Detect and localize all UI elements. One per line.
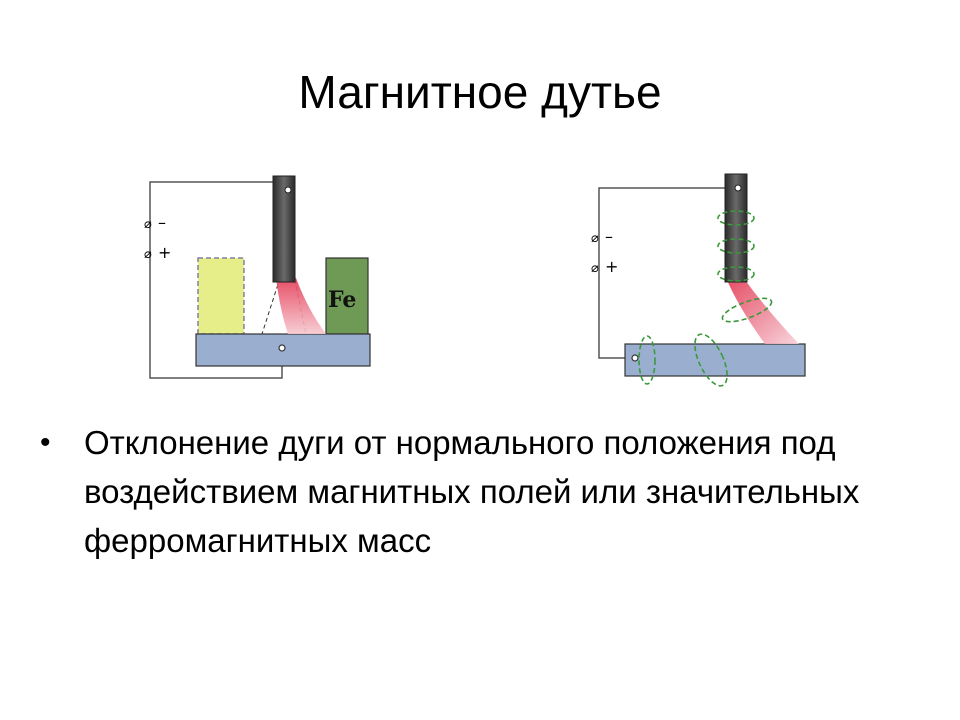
terminal-plus-label: +	[605, 257, 618, 276]
terminal-symbol-plus: ⌀	[144, 247, 152, 262]
deflected-arc	[276, 278, 326, 334]
bullet-dot-icon: •	[40, 426, 51, 459]
field-line-workpiece-1	[638, 335, 656, 385]
field-line-electrode-1	[717, 210, 755, 226]
terminal-minus-label: –	[158, 213, 166, 232]
field-line-electrode-3	[717, 266, 755, 282]
workpiece-plate	[624, 343, 806, 377]
terminal-symbol-plus: ⌀	[591, 261, 599, 276]
yellow-block	[197, 257, 245, 335]
normal-arc-outline	[261, 277, 281, 335]
diagram-magnetic-field-deflection: ⌀ – ⌀ +	[591, 173, 806, 387]
field-line-arc	[721, 297, 773, 323]
bullet-text: Отклонение дуги от нормального положения…	[84, 424, 860, 559]
electrode	[724, 173, 748, 283]
deflected-arc	[727, 280, 799, 344]
terminal-plus-label: +	[158, 243, 171, 262]
field-line-electrode-2	[717, 238, 755, 254]
slide-title: Магнитное дутье	[298, 66, 662, 118]
bullet-list: • Отклонение дуги от нормального положен…	[38, 418, 918, 565]
electrode	[272, 175, 296, 283]
terminal-symbol-minus: ⌀	[591, 231, 599, 246]
ground-terminal	[278, 344, 286, 352]
ground-terminal	[631, 354, 639, 362]
circuit-wire	[598, 187, 733, 359]
terminal-symbol-minus: ⌀	[144, 217, 152, 232]
electrode-terminal	[734, 184, 742, 192]
field-line-workpiece-2	[694, 333, 728, 387]
bullet-item: • Отклонение дуги от нормального положен…	[38, 418, 918, 565]
fe-label: Fe	[328, 287, 356, 313]
diagram-ferromagnetic-deflection: ⌀ – ⌀ + Fe	[144, 175, 371, 379]
terminal-minus-label: –	[605, 227, 613, 246]
electrode-terminal	[284, 186, 292, 194]
circuit-wire	[149, 181, 283, 379]
